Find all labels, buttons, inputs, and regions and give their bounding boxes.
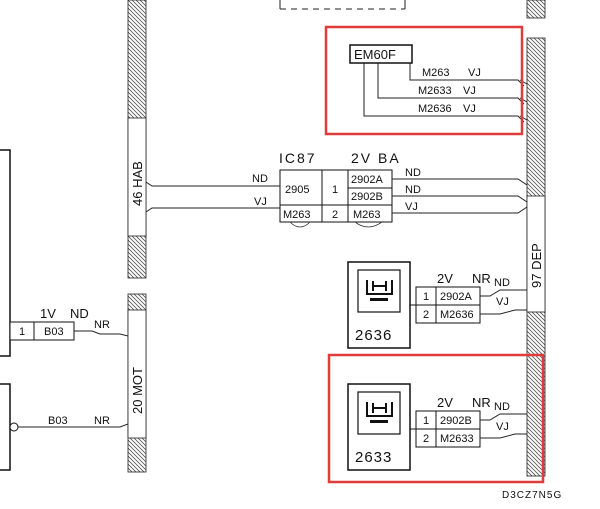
connector-hab: 46 HAB	[127, 117, 147, 237]
component-2633-pin-2: 2	[423, 433, 429, 445]
splice-row2-left: M263	[283, 209, 311, 221]
module-em60f[interactable]: EM60F M263 VJ M2633 VJ M2636 VJ	[349, 44, 528, 123]
wire-hab-nd	[145, 181, 280, 187]
connector-dep: 97 DEP	[526, 195, 546, 313]
module-line-1-color: VJ	[468, 67, 481, 79]
component-2633-wire-1: 2902B	[440, 415, 472, 427]
left-connector-wire: B03	[44, 326, 64, 338]
component-2633-wire-2: M2633	[440, 433, 474, 445]
component-2633-pin-1: 1	[423, 415, 429, 427]
left-lower-color: NR	[94, 415, 110, 427]
component-2636-pin-1: 1	[423, 291, 429, 303]
left-connector-pin: 1	[19, 326, 25, 338]
splice-wire-color-2: ND	[405, 184, 421, 196]
component-2636-wire-1: 2902A	[440, 291, 472, 303]
component-2633-color-top: NR	[472, 395, 491, 410]
component-2636-number: 2636	[355, 327, 392, 344]
component-2636-pin-2: 2	[423, 309, 429, 321]
splice-wire-color-1: ND	[405, 167, 421, 179]
module-line-3-color: VJ	[463, 103, 476, 115]
component-2636-conn-label: 2V	[437, 271, 453, 286]
component-2633-color-b: VJ	[496, 421, 509, 433]
document-id: D3CZ7N5G	[502, 490, 562, 501]
module-label: EM60F	[354, 47, 396, 62]
component-2636-color-a: ND	[494, 277, 510, 289]
component-2636-color-top: NR	[472, 271, 491, 286]
component-2633-number: 2633	[355, 449, 392, 466]
splice-label: IC87	[279, 150, 317, 166]
splice-row1-pin: 1	[332, 184, 338, 196]
wire-hab-vj-color: VJ	[254, 196, 267, 208]
splice-row1-left: 2905	[285, 184, 309, 196]
module-line-2: M2633	[418, 85, 452, 97]
splice-right-label: 2V BA	[351, 150, 401, 166]
component-2633-color-a: ND	[494, 401, 510, 413]
splice-row1-right-top: 2902A	[351, 174, 383, 186]
left-connector-color-top: ND	[70, 306, 89, 321]
left-connector-1v[interactable]: 1V ND 1 B03 NR	[9, 306, 129, 341]
wire-hab-nd-color: ND	[252, 173, 268, 185]
connector-dep-label: 97 DEP	[529, 243, 544, 288]
component-2636-wire-2: M2636	[440, 309, 474, 321]
component-2636[interactable]: 2636 2V NR 1 2902A 2 M2636 ND VJ	[347, 261, 527, 349]
splice-row2-right: M263	[353, 209, 381, 221]
component-2633[interactable]: 2633 2V NR 1 2902B 2 M2633 ND VJ	[347, 383, 527, 471]
left-connector-color-wire: NR	[94, 319, 110, 331]
module-line-3: M2636	[418, 103, 452, 115]
splice-row1-right-bottom: 2902B	[351, 191, 383, 203]
component-2633-conn-label: 2V	[437, 395, 453, 410]
left-connector-label: 1V	[40, 306, 56, 321]
actuator-icon	[366, 280, 393, 301]
vertical-bar-right-top	[526, 0, 546, 19]
dashed-box-fragment	[279, 0, 406, 10]
connector-mot: 20 MOT	[127, 309, 147, 439]
left-module-upper	[0, 149, 11, 357]
connector-hab-label: 46 HAB	[130, 161, 145, 206]
splice-ic87[interactable]: IC87 2V BA 2905 1 2902A 2902B M263 2 M26…	[279, 150, 401, 228]
left-module-lower: B03 NR	[0, 383, 129, 471]
splice-row2-pin: 2	[332, 209, 338, 221]
left-lower-wire: B03	[48, 415, 68, 427]
actuator-icon	[366, 402, 393, 423]
connector-mot-label: 20 MOT	[130, 367, 145, 414]
module-line-1: M263	[422, 67, 450, 79]
wire-hab-vj	[145, 207, 280, 213]
module-line-2-color: VJ	[463, 85, 476, 97]
highlight-2633	[327, 353, 545, 484]
highlight-em60f	[324, 25, 524, 136]
splice-wire-color-3: VJ	[405, 201, 418, 213]
component-2636-color-b: VJ	[496, 296, 509, 308]
